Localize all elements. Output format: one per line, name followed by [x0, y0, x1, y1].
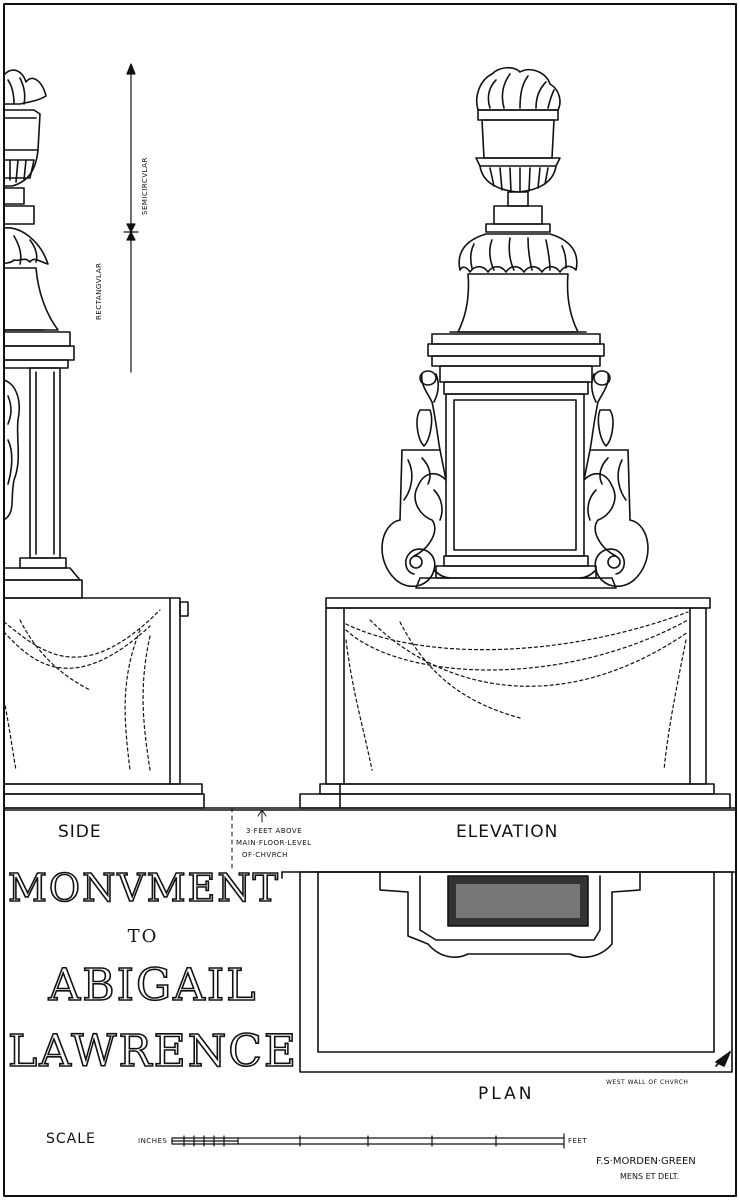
title-line-3: ABIGAIL [48, 959, 258, 1012]
signature-line-2: MENS ET DELT. [620, 1172, 680, 1181]
sheet-border [3, 3, 737, 1197]
west-wall-label: WEST WALL OF CHVRCH [606, 1079, 689, 1086]
rectangular-label: RECTANGVLAR [95, 262, 103, 320]
floor-note-3: OF·CHVRCH [242, 851, 288, 859]
side-view [3, 69, 205, 809]
plan-view [299, 871, 733, 1073]
plan-label: PLAN [478, 1084, 535, 1104]
elevation-label: ELEVATION [456, 822, 559, 842]
title-line-1: MONVMENT [7, 865, 280, 911]
semicircular-label: SEMICIRCVLAR [141, 157, 149, 215]
title-line-4: LAWRENCE [7, 1025, 298, 1078]
title-line-2: TO [127, 926, 159, 947]
elevation-view [299, 66, 731, 809]
inches-label: INCHES [138, 1137, 168, 1145]
scale-label: SCALE [46, 1131, 96, 1147]
floor-note-1: 3·FEET ABOVE [246, 827, 303, 835]
feet-label: FEET [568, 1137, 588, 1145]
scale-bar [171, 1133, 565, 1149]
side-label: SIDE [58, 822, 102, 842]
floor-note-2: MAIN·FLOOR·LEVEL [236, 839, 312, 847]
signature-line-1: F.S·MORDEN·GREEN [596, 1156, 696, 1167]
dimension-line [123, 63, 139, 373]
